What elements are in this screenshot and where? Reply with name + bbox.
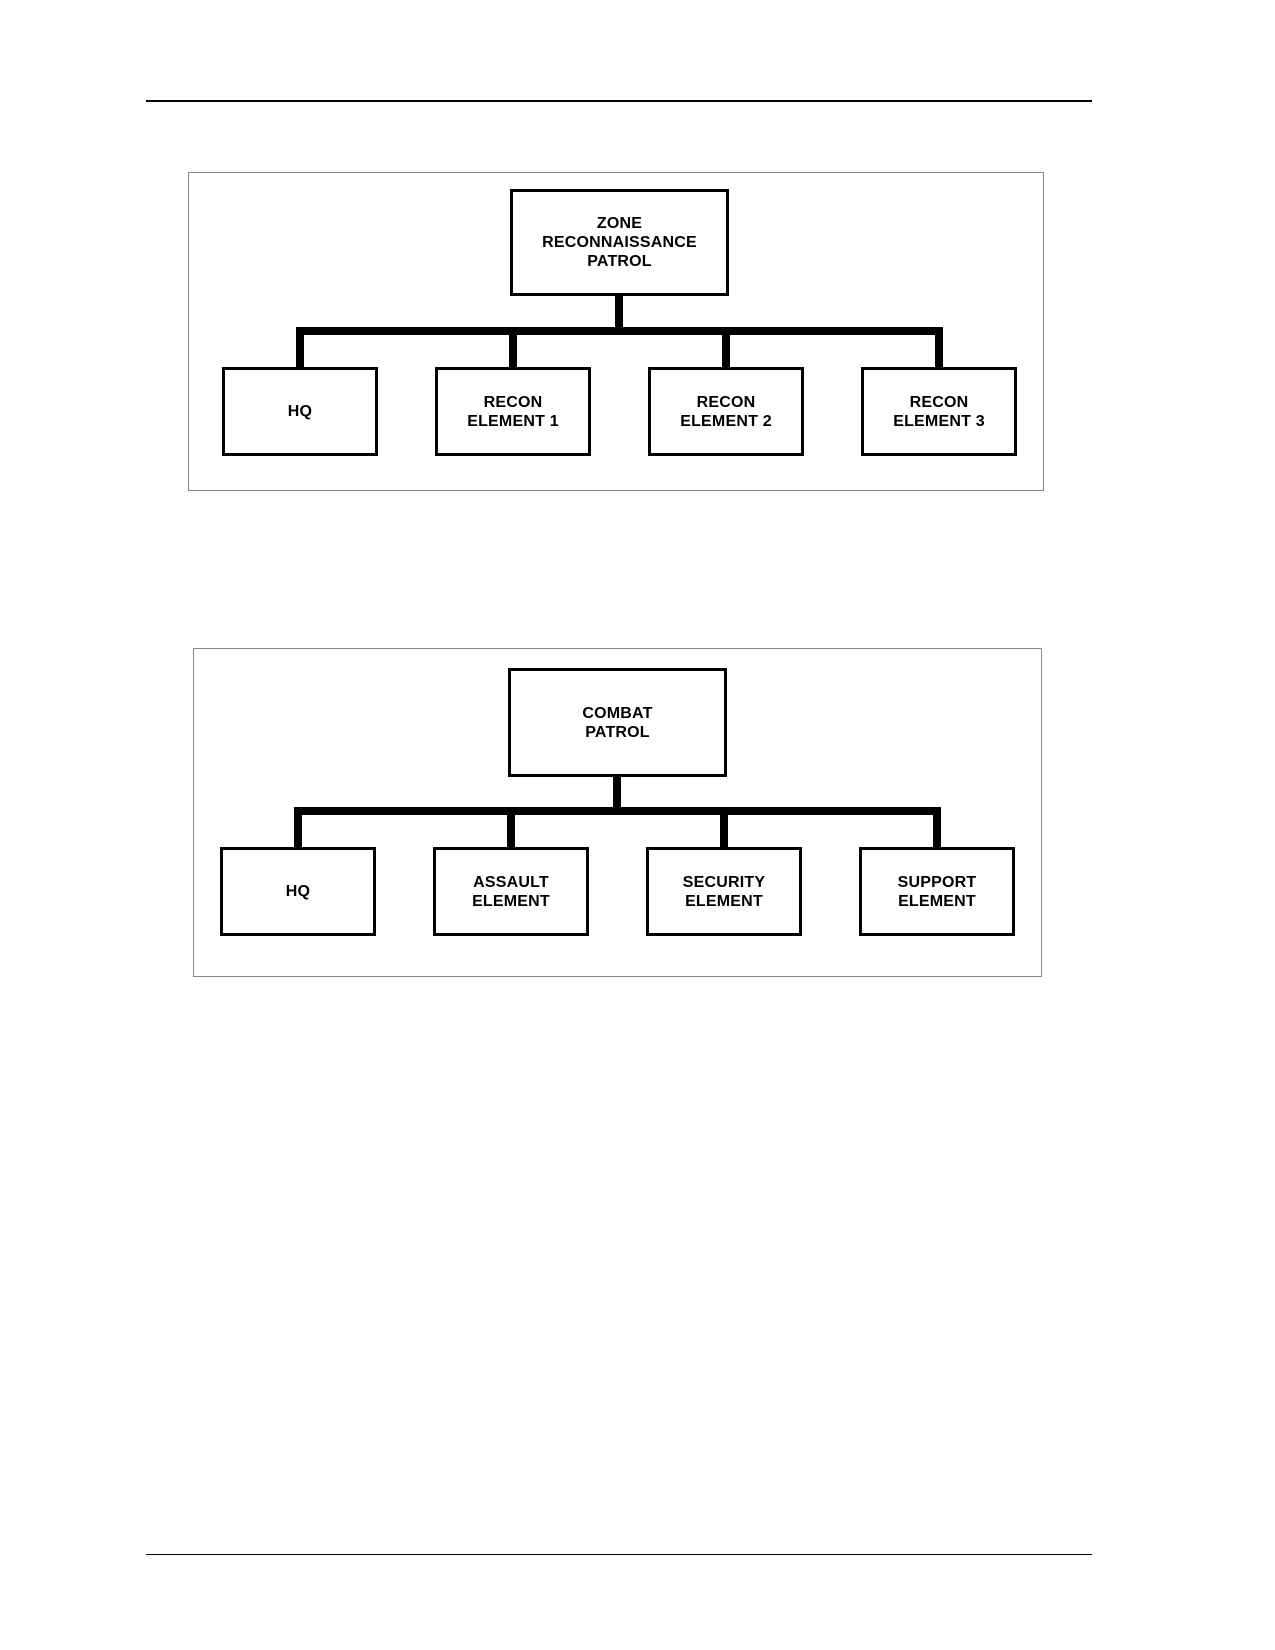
connector-horizontal-bar [294,807,941,815]
header-rule [146,100,1092,102]
node-support-element: SUPPORT ELEMENT [859,847,1015,936]
node-hq: HQ [220,847,376,936]
connector-drop [296,331,304,369]
node-label: HQ [287,403,313,420]
connector-drop [722,331,730,369]
node-hq: HQ [222,367,378,456]
org-chart-frame-combat [193,648,1042,977]
connector-drop [509,331,517,369]
connector-drop [507,811,515,849]
node-label: HQ [285,883,311,900]
footer-rule [146,1554,1092,1555]
node-security-element: SECURITY ELEMENT [646,847,802,936]
node-label: RECON ELEMENT 1 [467,393,559,430]
node-combat-patrol: COMBAT PATROL [508,668,727,777]
node-label: ASSAULT ELEMENT [472,873,550,910]
node-recon-element-1: RECON ELEMENT 1 [435,367,591,456]
node-label: ZONE RECONNAISSANCE PATROL [542,215,697,270]
connector-drop [933,811,941,849]
node-zone-reconnaissance-patrol: ZONE RECONNAISSANCE PATROL [510,189,729,296]
node-label: SUPPORT ELEMENT [897,873,977,910]
connector-drop [935,331,943,369]
node-assault-element: ASSAULT ELEMENT [433,847,589,936]
node-label: RECON ELEMENT 3 [893,393,985,430]
node-label: COMBAT PATROL [582,704,653,741]
connector-drop [720,811,728,849]
node-label: RECON ELEMENT 2 [680,393,772,430]
connector-horizontal-bar [296,327,943,335]
org-chart-frame-recon [188,172,1044,491]
connector-root-stem [613,777,621,811]
connector-drop [294,811,302,849]
node-recon-element-3: RECON ELEMENT 3 [861,367,1017,456]
node-recon-element-2: RECON ELEMENT 2 [648,367,804,456]
connector-root-stem [615,296,623,331]
node-label: SECURITY ELEMENT [682,873,766,910]
